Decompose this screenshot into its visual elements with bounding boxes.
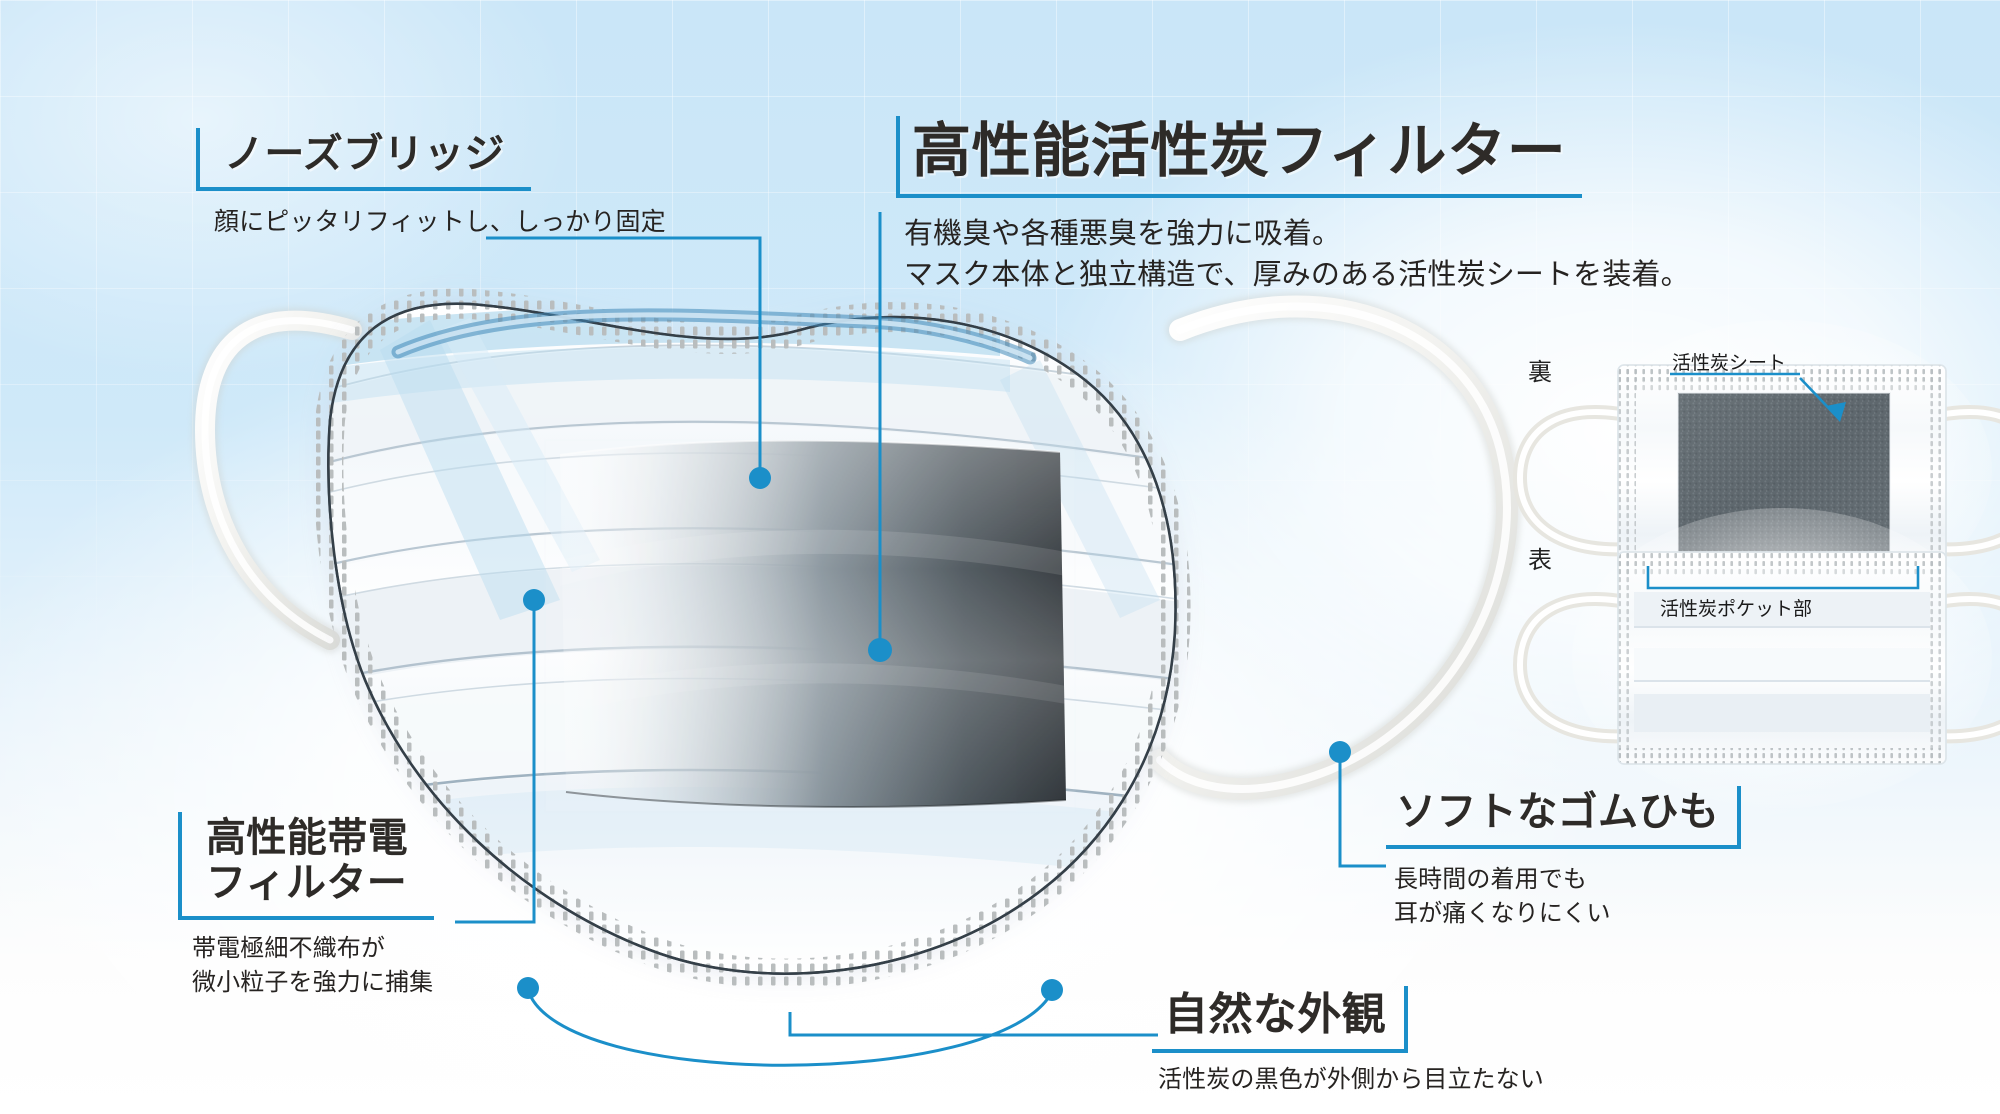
ear-loops bbox=[191, 292, 1521, 803]
callout-carbon-filter: 高性能活性炭フィルター 有機臭や各種悪臭を強力に吸着。 マスク本体と独立構造で、… bbox=[896, 116, 1690, 296]
callout-description: 有機臭や各種悪臭を強力に吸着。 マスク本体と独立構造で、厚みのある活性炭シートを… bbox=[904, 218, 1690, 292]
callout-soft-earloop: ソフトなゴムひも 長時間の着用でも 耳が痛くなりにくい bbox=[1386, 786, 1742, 931]
callout-description: 長時間の着用でも 耳が痛くなりにくい bbox=[1394, 865, 1611, 927]
callout-title-frame: 高性能帯電 フィルター bbox=[178, 812, 434, 920]
callout-description: 活性炭の黒色が外側から目立たない bbox=[1158, 1066, 1544, 1094]
callout-title: 高性能帯電 フィルター bbox=[206, 816, 408, 905]
inset-back-label: 裏 bbox=[1528, 359, 1552, 386]
callout-title: ソフトなゴムひも bbox=[1396, 790, 1720, 834]
callout-natural-look: 自然な外観 活性炭の黒色が外側から目立たない bbox=[1152, 986, 1544, 1097]
callout-electrostatic-filter: 高性能帯電 フィルター 帯電極細不織布が 微小粒子を強力に捕集 bbox=[178, 812, 434, 1000]
callout-title-frame: 高性能活性炭フィルター bbox=[896, 116, 1583, 199]
callout-description: 帯電極細不織布が 微小粒子を強力に捕集 bbox=[192, 934, 434, 996]
inset-front-label: 表 bbox=[1528, 547, 1552, 574]
callout-description: 顔にピッタリフィットし、しっかり固定 bbox=[214, 207, 666, 236]
callout-title: 高性能活性炭フィルター bbox=[912, 118, 1567, 184]
callout-title-frame: ノーズブリッジ bbox=[196, 128, 531, 191]
callout-title: 自然な外観 bbox=[1164, 990, 1387, 1039]
carbon-sheet-cutaway bbox=[559, 439, 1067, 808]
callout-title-frame: ソフトなゴムひも bbox=[1386, 786, 1742, 849]
caption-carbon-pocket: 活性炭ポケット部 bbox=[1660, 599, 1813, 620]
callout-nose-bridge: ノーズブリッジ 顔にピッタリフィットし、しっかり固定 bbox=[196, 128, 666, 240]
mask-body bbox=[313, 288, 1191, 989]
caption-carbon-sheet: 活性炭シート bbox=[1672, 353, 1787, 374]
callout-title: ノーズブリッジ bbox=[224, 132, 505, 176]
callout-title-frame: 自然な外観 bbox=[1152, 986, 1409, 1054]
